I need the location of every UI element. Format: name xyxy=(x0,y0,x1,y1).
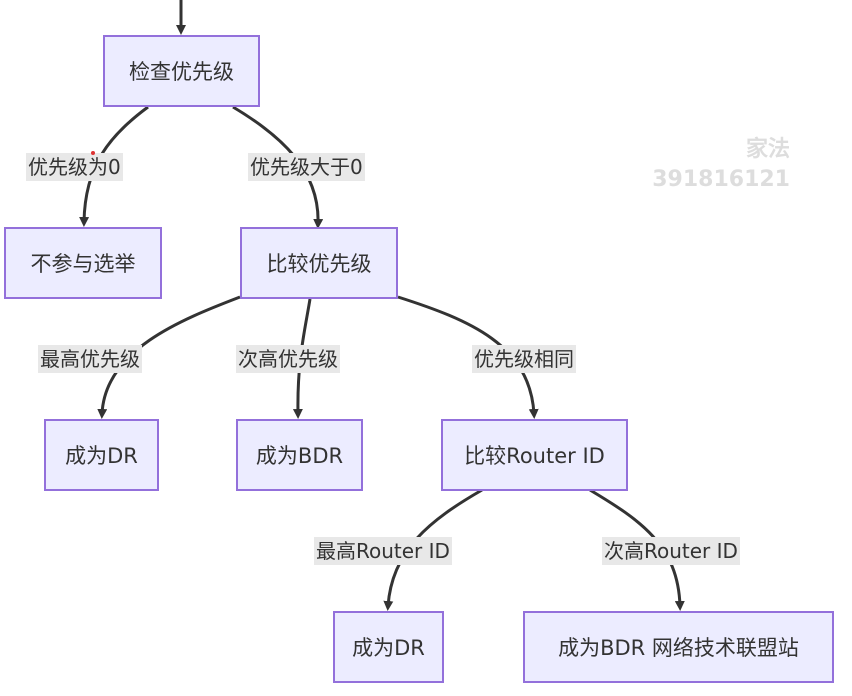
node-become-dr-2: 成为DR xyxy=(333,611,444,683)
watermark-line2: 391816121 xyxy=(652,167,790,192)
node-compare-priority: 比较优先级 xyxy=(240,227,398,299)
watermark-line1: 家法 xyxy=(745,137,790,162)
watermark: 家法 391816121 xyxy=(630,135,790,195)
cursor-dot xyxy=(91,151,95,155)
edge-second-router-id xyxy=(589,488,685,611)
edge-label-highest-priority: 最高优先级 xyxy=(38,345,142,373)
edge-label-second-router-id: 次高Router ID xyxy=(602,537,740,565)
edge-label-same-priority: 优先级相同 xyxy=(472,345,576,373)
node-compare-router-id: 比较Router ID xyxy=(441,419,628,491)
edge-label-priority-gt-zero: 优先级大于0 xyxy=(248,153,365,181)
edge-highest-priority xyxy=(97,295,241,419)
node-become-dr-1: 成为DR xyxy=(44,419,159,491)
edge-same-priority xyxy=(397,295,539,419)
edge-label-second-priority: 次高优先级 xyxy=(236,345,340,373)
edge-label-highest-router-id: 最高Router ID xyxy=(314,537,452,565)
node-not-participate: 不参与选举 xyxy=(4,227,162,299)
edge-label-priority-zero: 优先级为0 xyxy=(26,153,123,181)
node-become-bdr-2: 成为BDR 网络技术联盟站 xyxy=(523,611,834,683)
node-become-bdr-1: 成为BDR xyxy=(236,419,363,491)
node-check-priority: 检查优先级 xyxy=(103,35,260,107)
